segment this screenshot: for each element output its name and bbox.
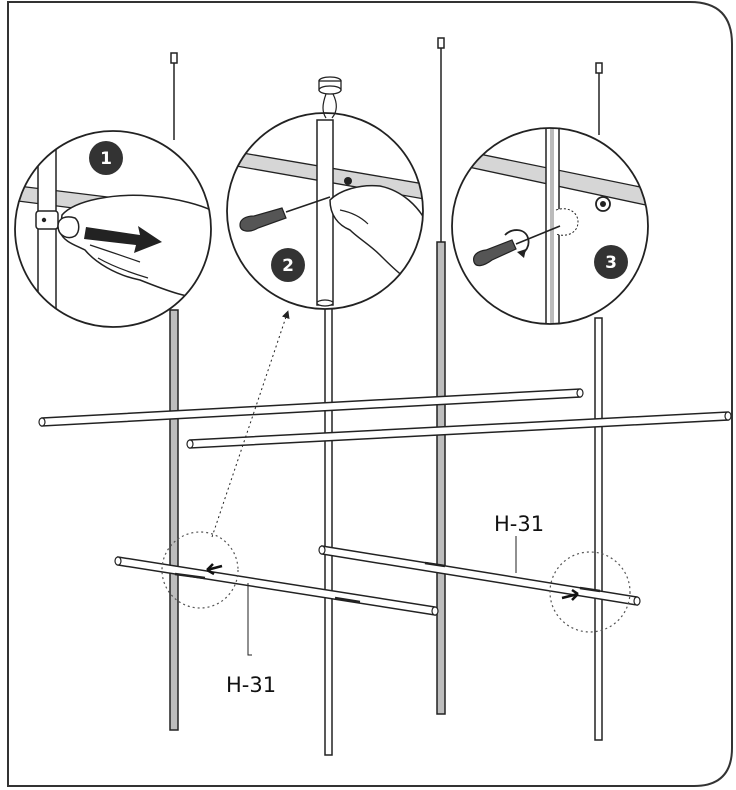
ceiling-cap-1 [170,52,178,64]
screwdriver-icon-3 [473,225,561,267]
step-badge-3: 3 [594,245,628,279]
pull-arrow-icon [84,226,162,253]
vertical-rod-4 [594,317,603,741]
step-number-3: 3 [605,253,617,273]
detail-circle-step-1 [14,130,212,328]
detail-ring-right [549,551,631,633]
ceiling-cap-2 [437,37,445,49]
step-number-2: 2 [282,256,294,276]
horizontal-rod-lower-right [318,545,641,606]
vertical-rod-2 [324,307,333,756]
detail-link-line [211,310,290,538]
step-badge-1: 1 [89,141,123,175]
screwdriver-icon [239,196,331,232]
rotate-arrow-icon [504,229,530,255]
step-badge-2: 2 [271,248,305,282]
left-arrow-mark [206,563,223,576]
leader-line-left [247,583,252,656]
right-arrow-mark [561,588,579,601]
vertical-rod-3 [436,241,446,715]
horizontal-rod-upper-1 [38,388,584,427]
detail-circle-step-2 [226,76,424,310]
horizontal-rod-lower-left [114,556,439,616]
part-label-right: H-31 [494,512,544,536]
page-frame [7,1,733,787]
horizontal-rod-upper-2 [186,411,732,449]
detail-ring-left [161,531,239,609]
ceiling-cap-3 [595,62,603,74]
ceiling-canopy-icon [318,76,342,119]
part-label-left: H-31 [226,673,276,697]
vertical-rod-1 [169,309,179,731]
detail-circle-step-3 [451,127,649,325]
step-number-1: 1 [100,149,112,169]
